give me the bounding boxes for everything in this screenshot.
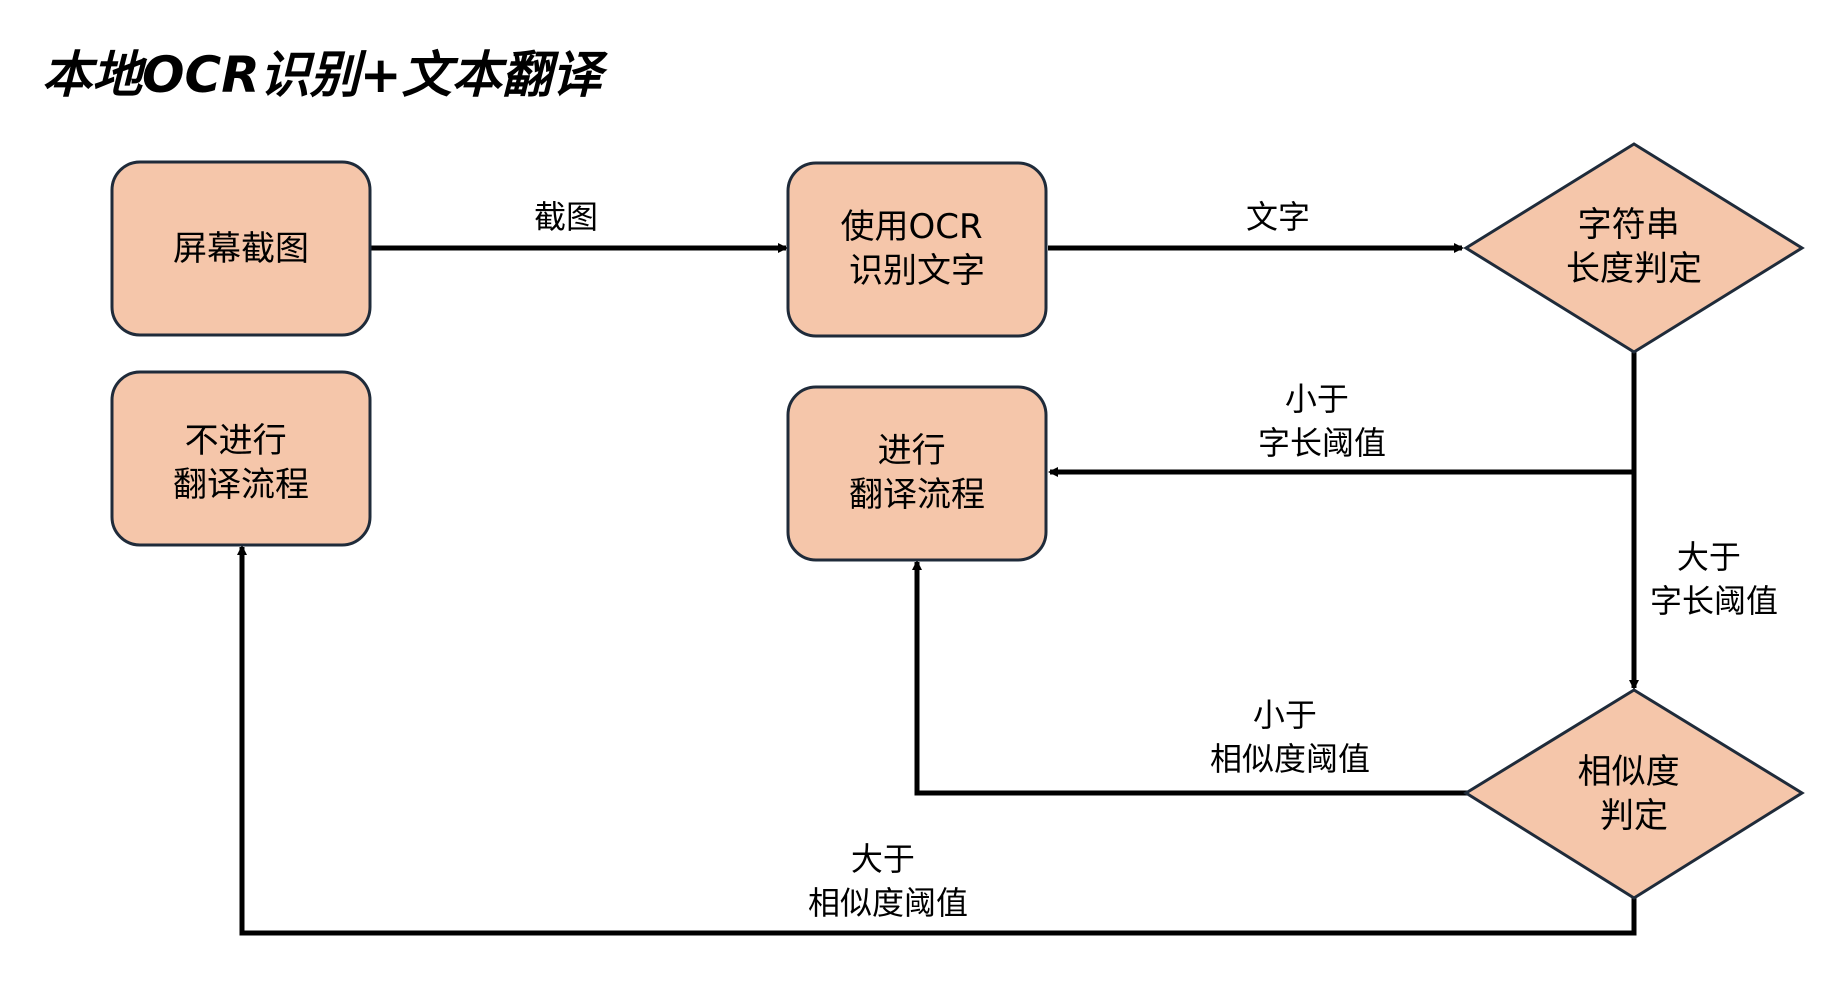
edge-label-greater-than-similarity: 大于 相似度阈值 (808, 840, 968, 922)
node-box (110, 370, 372, 547)
edge-labels: 截图 文字 小于 字长阈值 大于 字长阈值 小于 相似度阈值 大于 相似度阈值 (534, 198, 1778, 922)
edge-label-text: 文字 (1246, 198, 1310, 236)
diagram-title: 本地OCR识别+文本翻译 (42, 46, 609, 104)
node-label: 不进行 翻译流程 (173, 421, 309, 505)
node-ocr: 使用OCR 识别文字 (786, 161, 1048, 338)
decision-diamond (1463, 688, 1805, 900)
node-length-check: 字符串 长度判定 (1463, 142, 1805, 354)
node-label: 字符串 长度判定 (1566, 205, 1702, 289)
edge-label-greater-than-length: 大于 字长阈值 (1650, 538, 1778, 620)
node-label: 使用OCR 识别文字 (841, 207, 994, 291)
edge-similarity-check-to-no-translate (237, 545, 1637, 936)
edge-similarity-check-to-translate (912, 560, 1468, 796)
node-box (786, 161, 1048, 338)
node-label: 屏幕截图 (173, 229, 309, 269)
node-no-translate: 不进行 翻译流程 (110, 370, 372, 547)
node-translate: 进行 翻译流程 (786, 385, 1048, 562)
edge-label-less-than-length: 小于 字长阈值 (1258, 380, 1386, 462)
node-box (110, 160, 372, 337)
node-similarity-check: 相似度 判定 (1463, 688, 1805, 900)
decision-diamond (1463, 142, 1805, 354)
node-label: 进行 翻译流程 (849, 431, 985, 515)
node-box (786, 385, 1048, 562)
edge-label-screenshot: 截图 (534, 198, 598, 236)
node-label: 相似度 判定 (1578, 752, 1691, 836)
edges (237, 243, 1639, 936)
edge-label-less-than-similarity: 小于 相似度阈值 (1210, 696, 1370, 778)
node-screenshot: 屏幕截图 (110, 160, 372, 337)
